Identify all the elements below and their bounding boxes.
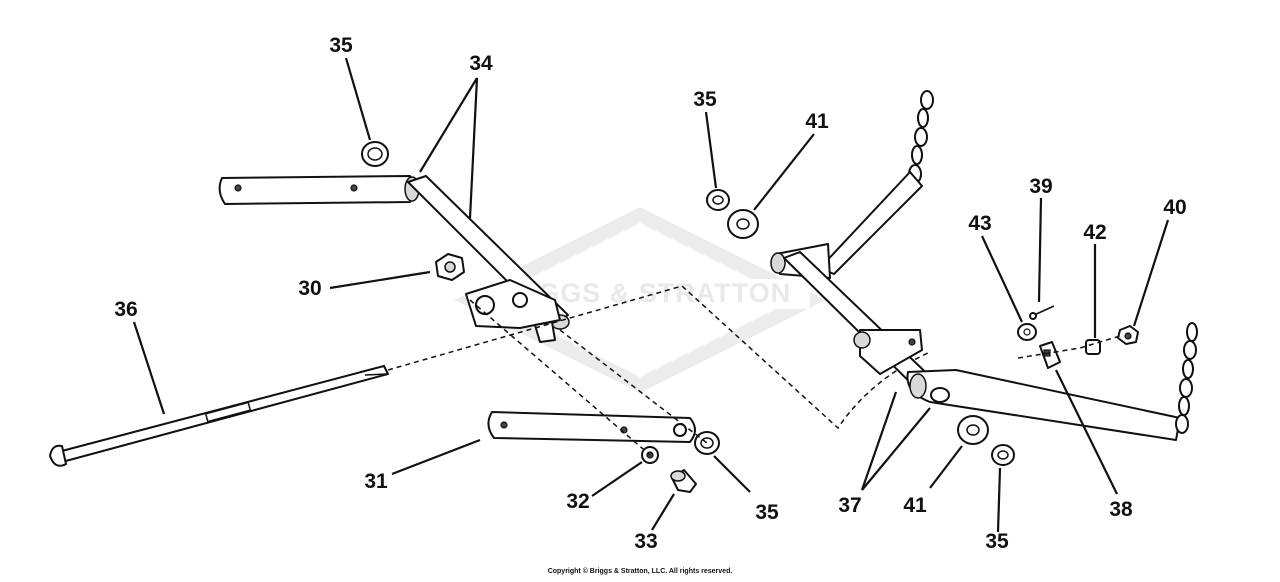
callout-35-bottom: 35 bbox=[985, 530, 1009, 553]
callout-39: 39 bbox=[1029, 175, 1052, 198]
callout-31: 31 bbox=[364, 470, 388, 493]
hex-nut-30 bbox=[435, 253, 465, 281]
lower-lift-arm bbox=[487, 411, 696, 443]
lower-rear-arm bbox=[906, 369, 1181, 441]
washer-35-top bbox=[361, 141, 389, 167]
chain-upper bbox=[908, 90, 934, 184]
callout-43: 43 bbox=[968, 212, 991, 235]
callout-38: 38 bbox=[1109, 498, 1133, 521]
callout-40: 40 bbox=[1163, 196, 1186, 219]
callout-32: 32 bbox=[566, 490, 589, 513]
washer-41-top bbox=[727, 209, 759, 239]
callout-34: 34 bbox=[469, 52, 493, 75]
washer-43 bbox=[1017, 323, 1037, 341]
callout-30: 30 bbox=[298, 277, 321, 300]
callout-35-mid: 35 bbox=[755, 501, 779, 524]
nut-40 bbox=[1117, 325, 1139, 345]
washer-41-bottom bbox=[957, 415, 989, 445]
callout-42: 42 bbox=[1083, 221, 1106, 244]
bolt-33 bbox=[670, 469, 697, 493]
callout-35-top: 35 bbox=[329, 34, 353, 57]
rear-bracket bbox=[853, 329, 923, 375]
washer-35-mid bbox=[694, 431, 720, 455]
washer-35-right-top bbox=[706, 189, 730, 211]
spacer-42 bbox=[1085, 339, 1101, 355]
callout-41-top: 41 bbox=[805, 110, 829, 133]
dashed-line-washer bbox=[559, 329, 708, 444]
callout-37: 37 bbox=[838, 494, 861, 517]
block-38 bbox=[1039, 341, 1061, 369]
cotter-pin-39 bbox=[1029, 305, 1055, 320]
chain-lower bbox=[1175, 322, 1198, 434]
callout-33: 33 bbox=[634, 530, 657, 553]
center-bracket bbox=[465, 279, 561, 343]
callout-36: 36 bbox=[114, 298, 137, 321]
dashed-line-right-small bbox=[1017, 335, 1121, 359]
washer-35-bottom bbox=[991, 444, 1015, 466]
long-rod-36 bbox=[49, 365, 389, 467]
upper-lift-arm bbox=[218, 175, 420, 205]
callout-35-right-top: 35 bbox=[693, 88, 717, 111]
copyright-notice: Copyright © Briggs & Stratton, LLC. All … bbox=[547, 568, 733, 575]
leader-lines bbox=[132, 57, 1170, 533]
dashed-line-bolt bbox=[469, 299, 651, 456]
callout-41-bottom: 41 bbox=[903, 494, 927, 517]
dashed-line-rod bbox=[387, 285, 931, 430]
